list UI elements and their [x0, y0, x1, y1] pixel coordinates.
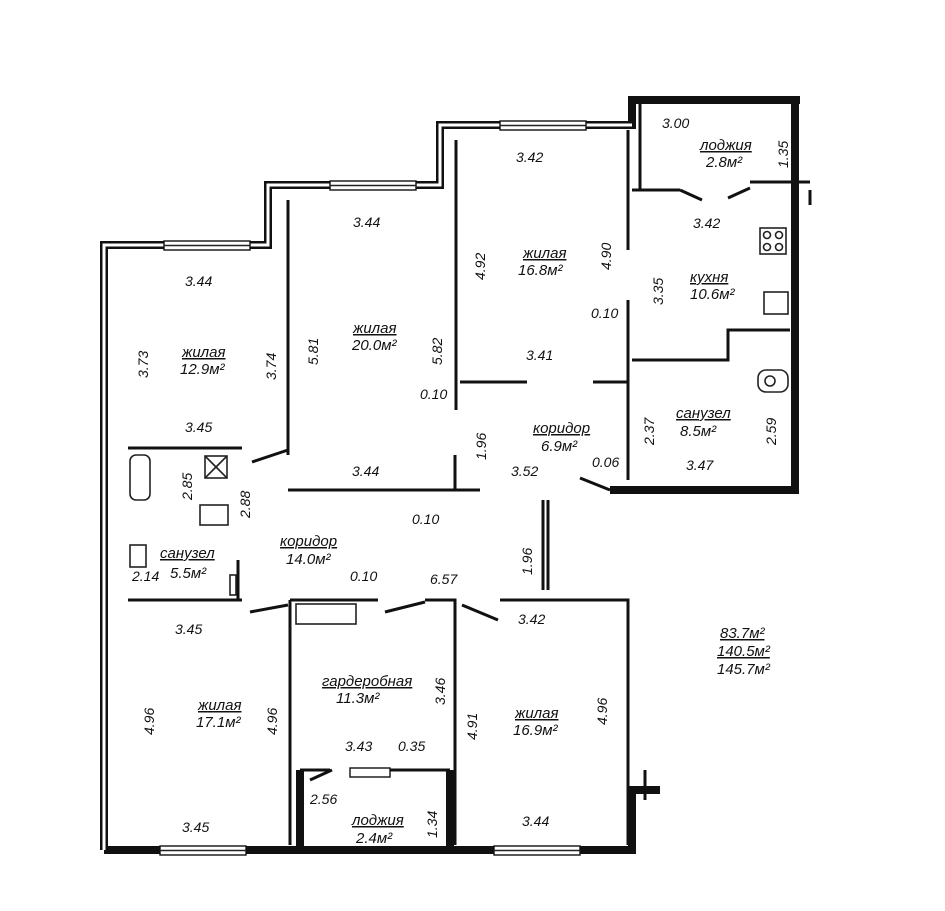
area-totals: 83.7м² 140.5м² 145.7м²: [717, 625, 771, 678]
room-area-bath-55: 5.5м²: [170, 565, 207, 582]
dim-288: 2.88: [237, 491, 253, 519]
dim-196-b: 1.96: [519, 548, 535, 575]
total-area-with-loggias: 145.7м²: [717, 661, 771, 678]
dim-237: 2.37: [641, 417, 657, 446]
dim-496-b: 4.96: [264, 708, 280, 735]
total-area: 140.5м²: [717, 643, 771, 660]
dim-345-a: 3.45: [185, 419, 212, 435]
room-name-kitchen: кухня: [690, 269, 728, 286]
dim-259: 2.59: [763, 418, 779, 446]
room-name-bath-85: санузел: [676, 405, 731, 422]
dim-285: 2.85: [179, 473, 195, 501]
dim-010-d: 0.10: [350, 568, 377, 584]
stove-icon: [759, 227, 787, 255]
room-area-loggia-bottom: 2.4м²: [355, 830, 393, 847]
dim-490: 4.90: [598, 243, 614, 270]
washbasin-icon: [199, 504, 229, 526]
room-area-kitchen: 10.6м²: [690, 286, 735, 303]
dim-582: 5.82: [429, 338, 445, 365]
room-name-corridor-140: коридор: [280, 533, 337, 550]
room-name-living-129: жилая: [181, 344, 225, 361]
dim-214: 2.14: [131, 568, 159, 584]
room-area-living-129: 12.9м²: [180, 361, 225, 378]
dim-581: 5.81: [305, 338, 321, 365]
room-area-living-171: 17.1м²: [196, 714, 241, 731]
dim-335: 3.35: [650, 278, 666, 305]
toilet-icon: [757, 369, 789, 393]
dim-343: 3.43: [345, 738, 372, 754]
dim-134: 1.34: [424, 811, 440, 838]
room-name-bath-55: санузел: [160, 545, 215, 562]
room-name-living-200: жилая: [352, 320, 396, 337]
dim-374: 3.74: [263, 353, 279, 380]
interior-walls: [128, 100, 810, 845]
room-name-wardrobe: гардеробная: [322, 673, 412, 690]
dim-344-b: 3.44: [185, 273, 212, 289]
room-area-corridor-140: 14.0м²: [286, 551, 331, 568]
dim-373: 3.73: [135, 351, 151, 378]
dim-341: 3.41: [526, 347, 553, 363]
fixtures: [129, 190, 812, 800]
window-loggia-bottom: [349, 767, 391, 778]
dim-196-a: 1.96: [473, 433, 489, 460]
dim-657: 6.57: [430, 571, 458, 587]
room-area-living-169: 16.9м²: [513, 722, 558, 739]
room-area-living-168: 16.8м²: [518, 262, 563, 279]
room-area-living-200: 20.0м²: [351, 337, 397, 354]
room-area-wardrobe: 11.3м²: [336, 690, 380, 707]
dim-346: 3.46: [432, 678, 448, 705]
dim-256: 2.56: [309, 791, 337, 807]
dim-347: 3.47: [686, 457, 714, 473]
dim-010-b: 0.10: [420, 386, 447, 402]
shower-icon: [204, 455, 228, 479]
room-area-bath-85: 8.5м²: [680, 423, 717, 440]
dim-010-c: 0.10: [412, 511, 439, 527]
room-name-living-168: жилая: [522, 245, 566, 262]
dim-300: 3.00: [662, 115, 689, 131]
bathtub-icon: [129, 454, 151, 501]
dim-492: 4.92: [472, 253, 488, 280]
dim-496-c: 4.96: [594, 698, 610, 725]
dim-342-b: 3.42: [518, 611, 545, 627]
room-name-loggia-bottom: лоджия: [351, 812, 404, 829]
room-area-corridor-69: 6.9м²: [541, 438, 578, 455]
dim-496-a: 4.96: [141, 708, 157, 735]
dim-342-top: 3.42: [516, 149, 543, 165]
toilet-icon-left: [129, 544, 147, 568]
dim-035: 0.35: [398, 738, 425, 754]
room-area-loggia-top: 2.8м²: [705, 154, 743, 171]
dim-345-b: 3.45: [175, 621, 202, 637]
dim-344-d: 3.44: [522, 813, 549, 829]
total-living-area: 83.7м²: [720, 625, 765, 642]
dim-010-a: 0.10: [591, 305, 618, 321]
dim-344-c: 3.44: [352, 463, 379, 479]
dim-135: 1.35: [775, 141, 791, 168]
room-name-living-169: жилая: [514, 705, 558, 722]
dim-491: 4.91: [464, 713, 480, 740]
dim-342-kit: 3.42: [693, 215, 720, 231]
windows: [159, 120, 587, 856]
room-name-corridor-69: коридор: [533, 420, 590, 437]
dim-006: 0.06: [592, 454, 619, 470]
room-labels: лоджия 2.8м² жилая 16.8м² кухня 10.6м² ж…: [160, 137, 752, 847]
dimension-labels: 3.00 1.35 3.42 3.44 3.42 4.92 4.90 3.44 …: [131, 115, 791, 838]
room-name-living-171: жилая: [197, 697, 241, 714]
sink-icon: [763, 291, 789, 315]
dim-344-a: 3.44: [353, 214, 380, 230]
dim-345-c: 3.45: [182, 819, 209, 835]
dim-352: 3.52: [511, 463, 538, 479]
wardrobe-shelf: [295, 603, 357, 625]
room-name-loggia-top: лоджия: [699, 137, 752, 154]
